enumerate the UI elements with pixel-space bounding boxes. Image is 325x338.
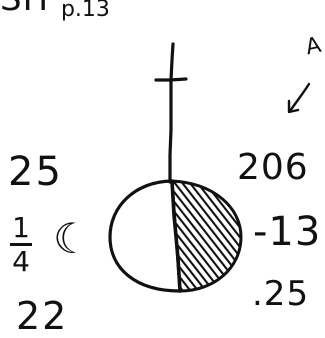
left-upper-value: 25 bbox=[8, 149, 63, 195]
moon-dark-half bbox=[170, 179, 243, 293]
fraction-denominator: 4 bbox=[12, 245, 30, 278]
header-note: SH p.13 bbox=[0, 0, 110, 21]
right-middle-value: -13 bbox=[253, 209, 322, 255]
fraction-bar bbox=[10, 243, 32, 246]
quarter-fraction: 1 4 bbox=[10, 214, 32, 276]
left-lower-value: 22 bbox=[16, 294, 69, 338]
header-main: SH bbox=[0, 0, 49, 19]
page-reference: p.13 bbox=[60, 0, 110, 22]
arrow-icon bbox=[288, 82, 311, 113]
diagram-crossbar bbox=[154, 77, 188, 82]
moon-terminator-line bbox=[170, 179, 182, 293]
moon-light-half bbox=[108, 179, 182, 293]
moon-symbol-icon: ☾ bbox=[53, 214, 91, 263]
arrow-head-icon bbox=[287, 99, 300, 114]
fraction-numerator: 1 bbox=[12, 211, 30, 244]
diagram-stem bbox=[168, 42, 175, 184]
right-upper-value: 206 bbox=[237, 147, 309, 188]
right-lower-value: .25 bbox=[252, 274, 310, 314]
